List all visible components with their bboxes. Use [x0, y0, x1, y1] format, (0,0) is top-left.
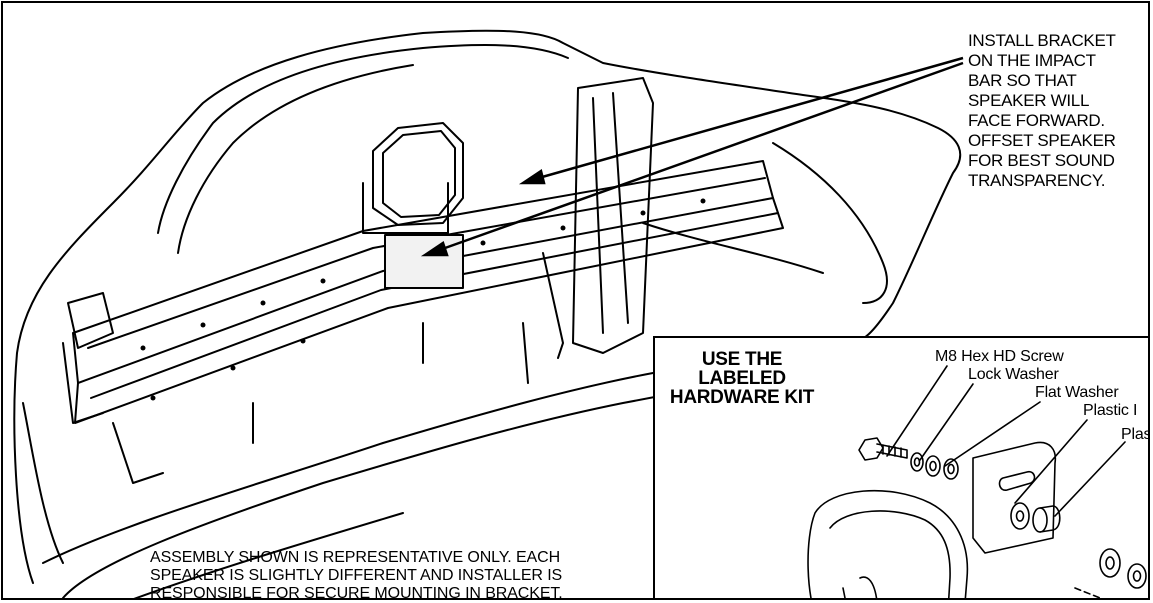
note-line: RESPONSIBLE FOR SECURE MOUNTING IN BRACK…	[150, 585, 563, 600]
callout-line: ON THE IMPACT	[968, 51, 1096, 70]
callout-line: TRANSPARENCY.	[968, 171, 1106, 190]
bracket-plate	[384, 234, 464, 289]
kit-title-line: HARDWARE KIT	[669, 387, 815, 408]
arrowhead-lower	[420, 241, 449, 257]
part-label-plastic-2: Plast	[1121, 426, 1148, 443]
callout-line: INSTALL BRACKET	[968, 31, 1116, 50]
plastic-spacer	[1032, 507, 1048, 533]
kit-title-line: USE THE	[701, 349, 783, 370]
grille-opening	[157, 44, 569, 234]
callout-line: BAR SO THAT	[968, 71, 1077, 90]
hex-screw	[858, 437, 908, 461]
leader-arrow-lower	[430, 61, 964, 255]
inset-speaker-housing	[807, 489, 969, 598]
install-callout: INSTALL BRACKET ON THE IMPACT BAR SO THA…	[968, 31, 1148, 191]
callout-line: OFFSET SPEAKER	[968, 131, 1116, 150]
part-label-flat-washer: Flat Washer	[1035, 384, 1119, 401]
lock-washer	[910, 452, 924, 472]
kit-title-line: LABELED	[698, 368, 786, 389]
leader-arrow-upper	[527, 56, 964, 183]
part-label-plastic-1: Plastic I	[1083, 402, 1138, 419]
callout-line: FOR BEST SOUND	[968, 151, 1115, 170]
speaker-bracket	[362, 182, 449, 234]
callout-line: SPEAKER WILL	[968, 91, 1090, 110]
arrowhead-upper	[518, 168, 546, 185]
note-line: SPEAKER IS SLIGHTLY DIFFERENT AND INSTAL…	[150, 567, 563, 584]
plastic-washer	[1010, 502, 1030, 530]
kit-title: USE THE LABELED HARDWARE KIT	[667, 350, 817, 407]
speaker-body	[372, 122, 464, 226]
part-label-lock-washer: Lock Washer	[968, 366, 1059, 383]
assembly-note: ASSEMBLY SHOWN IS REPRESENTATIVE ONLY. E…	[150, 549, 563, 600]
part-label-screw: M8 Hex HD Screw	[935, 348, 1064, 365]
hardware-kit-inset: USE THE LABELED HARDWARE KIT M8 Hex HD S…	[653, 336, 1148, 598]
inset-bracket	[972, 441, 1057, 554]
bumper-cover-outline	[13, 29, 962, 584]
hardware-exploded-view	[807, 365, 1147, 598]
bumper-illustration	[13, 29, 964, 598]
flat-washer	[925, 455, 941, 477]
note-line: ASSEMBLY SHOWN IS REPRESENTATIVE ONLY. E…	[150, 549, 561, 566]
callout-line: FACE FORWARD.	[968, 111, 1105, 130]
